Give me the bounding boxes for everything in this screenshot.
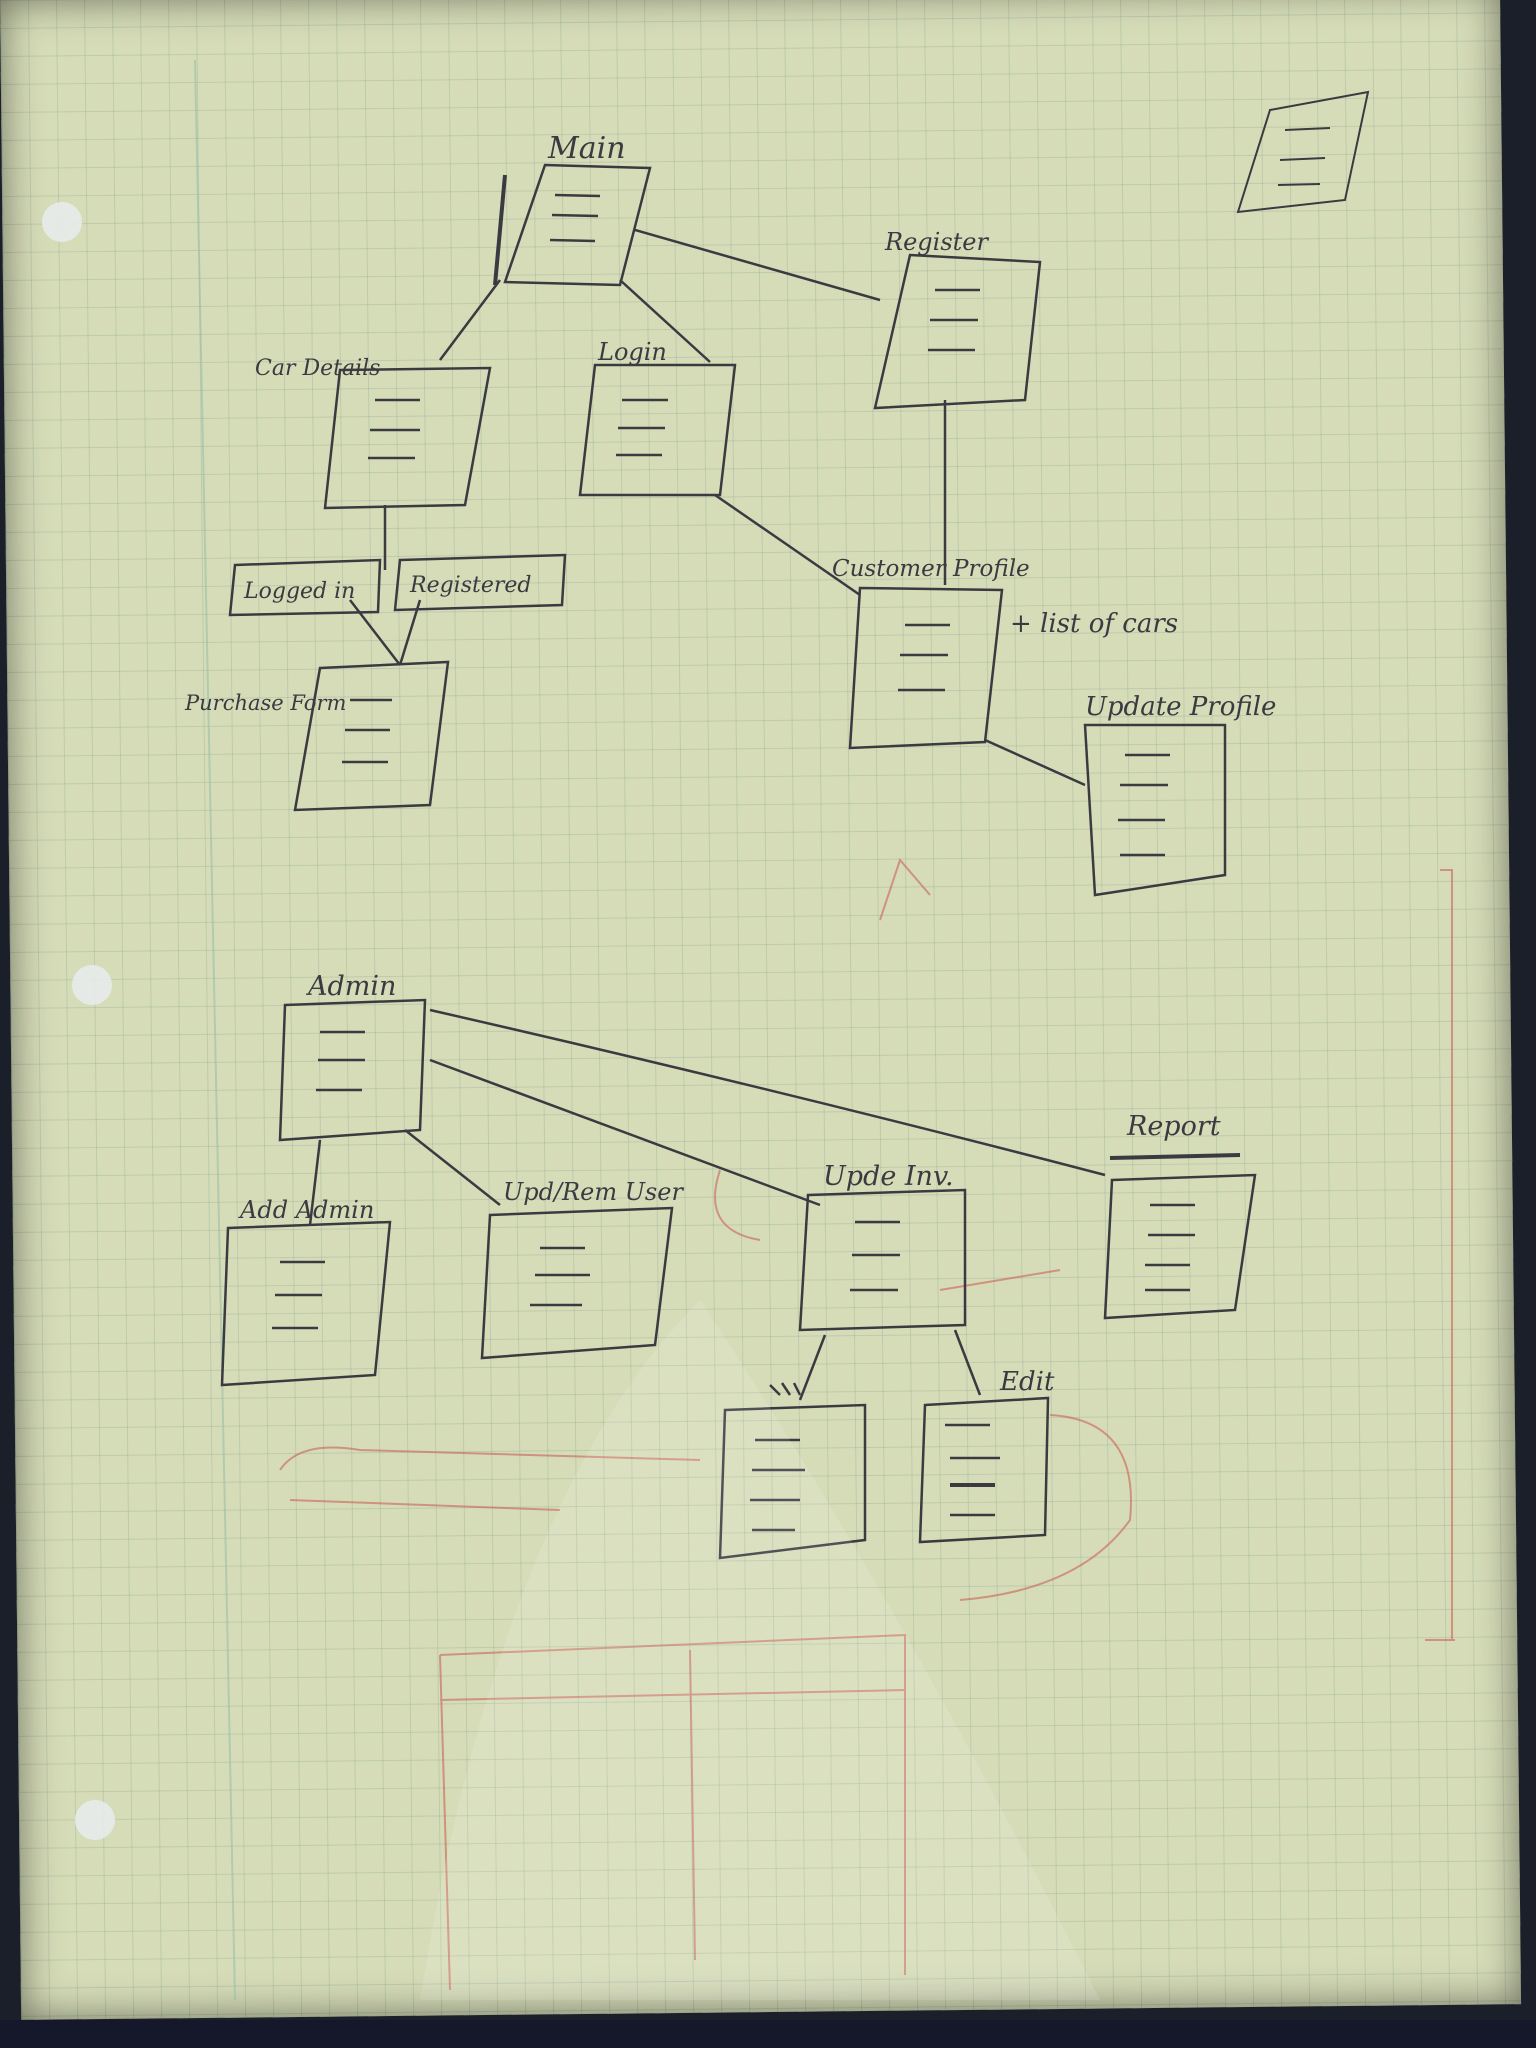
label-update-profile: Update Profile bbox=[1085, 692, 1276, 722]
box-main bbox=[503, 163, 652, 287]
box-purchase-form bbox=[293, 660, 450, 812]
label-purchase-form: Purchase Form bbox=[184, 691, 346, 715]
corner-sketch bbox=[1236, 90, 1370, 214]
label-report: Report bbox=[1126, 1111, 1221, 1142]
box-admin bbox=[278, 998, 427, 1142]
table-edge bbox=[0, 2020, 1536, 2048]
label-main: Main bbox=[547, 131, 626, 166]
box-customer-profile bbox=[848, 586, 1004, 750]
photo-glare bbox=[420, 1300, 1100, 2000]
connectors-bottom bbox=[308, 1008, 1106, 1401]
label-login: Login bbox=[597, 338, 667, 366]
binder-hole bbox=[75, 1800, 115, 1840]
label-edit: Edit bbox=[999, 1367, 1055, 1397]
box-report bbox=[1103, 1153, 1257, 1320]
box-register bbox=[873, 253, 1042, 410]
binder-hole bbox=[72, 965, 112, 1005]
connectors-top bbox=[349, 174, 1086, 787]
condition-registered bbox=[393, 553, 567, 612]
box-add-item bbox=[718, 1382, 867, 1560]
box-update-profile bbox=[1083, 723, 1227, 897]
label-register: Register bbox=[884, 228, 989, 256]
box-add-admin bbox=[220, 1220, 392, 1387]
box-edit bbox=[918, 1396, 1050, 1544]
label-upd-rem-user: Upd/Rem User bbox=[503, 1178, 684, 1206]
box-car-details bbox=[323, 366, 492, 510]
box-upd-rem-user bbox=[480, 1206, 674, 1360]
margin-line bbox=[194, 59, 236, 2001]
label-upde-inv: Upde Inv. bbox=[823, 1161, 954, 1192]
red-pencil-marks bbox=[279, 858, 1455, 1991]
label-registered: Registered bbox=[409, 573, 531, 598]
label-car-details: Car Details bbox=[255, 356, 380, 381]
label-admin: Admin bbox=[305, 971, 396, 1002]
condition-logged-in bbox=[228, 558, 382, 617]
label-logged-in: Logged in bbox=[243, 579, 355, 604]
annotation-list-of-cars: + list of cars bbox=[1010, 609, 1178, 639]
box-login bbox=[578, 363, 737, 497]
label-customer-profile: Customer Profile bbox=[832, 556, 1030, 582]
label-add-admin: Add Admin bbox=[238, 1196, 374, 1224]
binder-hole bbox=[42, 202, 82, 242]
box-upde-inv bbox=[798, 1188, 967, 1332]
